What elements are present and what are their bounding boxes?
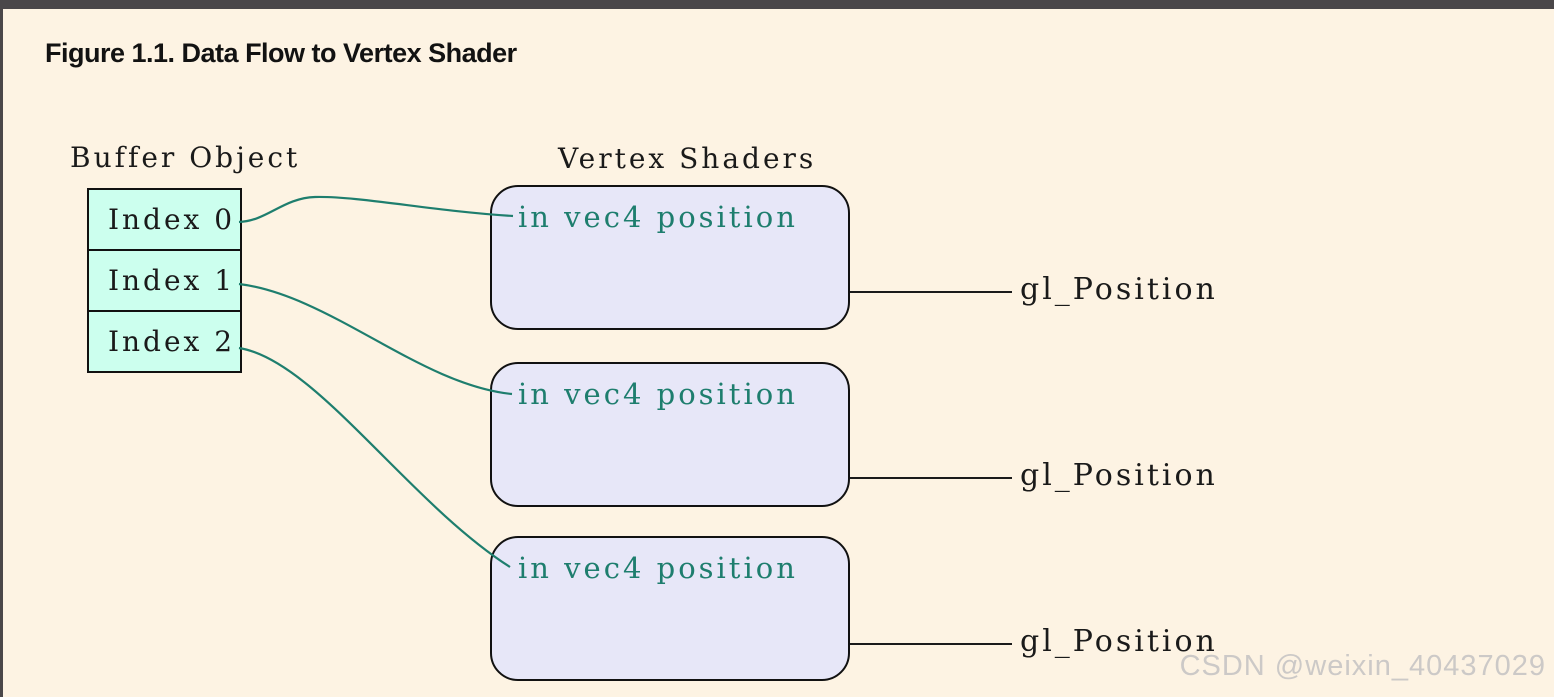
- vertex-shader-box-2: in vec4 position: [490, 362, 850, 507]
- gl-position-label-2: gl_Position: [1020, 458, 1218, 493]
- vertex-shader-box-1: in vec4 position: [490, 185, 850, 330]
- buffer-cell-index-1: Index 1: [89, 251, 240, 312]
- window-left-bar: [0, 9, 3, 697]
- buffer-cell-index-2: Index 2: [107, 325, 236, 358]
- gl-position-label-1: gl_Position: [1020, 272, 1218, 307]
- shader-input-attribute: in vec4 position: [518, 551, 798, 585]
- buffer-cell-index-0: Index 0: [89, 190, 240, 251]
- buffer-object-label: Buffer Object: [70, 141, 301, 174]
- gl-position-label-3: gl_Position: [1020, 624, 1218, 659]
- shader-input-attribute: in vec4 position: [518, 200, 798, 234]
- window-top-bar: [0, 0, 1554, 9]
- vertex-shader-box-3: in vec4 position: [490, 536, 850, 681]
- buffer-object-table: Index 0 Index 1 Index 2: [87, 188, 242, 373]
- figure-title: Figure 1.1. Data Flow to Vertex Shader: [45, 38, 517, 68]
- wire-index0-to-shader1: [238, 195, 514, 224]
- shader-input-attribute: in vec4 position: [518, 377, 798, 411]
- wire-index1-to-shader2: [238, 282, 513, 396]
- vertex-shaders-label: Vertex Shaders: [558, 142, 817, 175]
- csdn-watermark: CSDN @weixin_40437029: [1179, 650, 1546, 682]
- wire-index2-to-shader3: [238, 346, 511, 568]
